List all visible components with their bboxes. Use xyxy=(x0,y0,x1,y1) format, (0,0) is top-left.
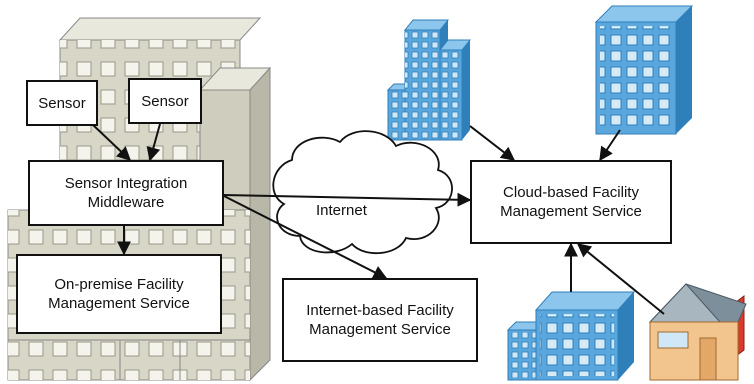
internet-cloud-shape xyxy=(272,130,453,255)
internet-service-box: Internet-based Facility Management Servi… xyxy=(282,278,478,362)
office-block-icon xyxy=(594,5,694,135)
internet-label: Internet xyxy=(316,202,367,219)
onpremise-service-box: On-premise Facility Management Service xyxy=(16,254,222,334)
sensor-label-2: Sensor xyxy=(141,92,189,110)
house-icon xyxy=(648,283,747,381)
sensor-label-1: Sensor xyxy=(38,94,86,112)
middleware-label: Sensor Integration Middleware xyxy=(64,175,188,211)
sensor-box-1: Sensor xyxy=(26,80,98,126)
middleware-box: Sensor Integration Middleware xyxy=(28,160,224,226)
cloud-service-box: Cloud-based Facility Management Service xyxy=(470,160,672,244)
connection-lines xyxy=(91,123,665,315)
office-tower-icon xyxy=(386,19,472,141)
sensor-box-2: Sensor xyxy=(128,78,202,124)
internet-service-label: Internet-based Facility Management Servi… xyxy=(306,302,454,338)
cloud-service-label: Cloud-based Facility Management Service xyxy=(500,184,642,220)
onpremise-service-label: On-premise Facility Management Service xyxy=(48,276,190,312)
office-building-icon xyxy=(506,291,636,381)
